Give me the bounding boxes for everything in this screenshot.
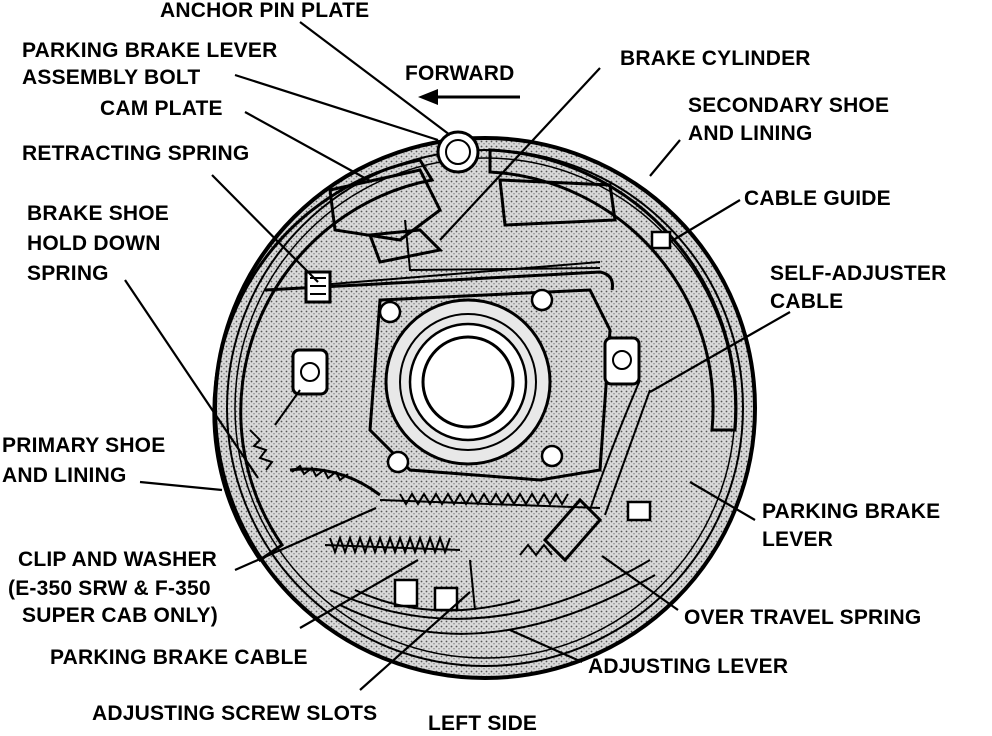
forward-label: FORWARD (405, 62, 515, 85)
upper-retracting-rod (264, 270, 614, 292)
label-anchor-pin-plate: ANCHOR PIN PLATE (160, 0, 369, 22)
self-adjuster-cable-part (404, 219, 601, 272)
hold-down-spring-upper (304, 270, 332, 304)
label-secondary-shoe-and-lining: SECONDARY SHOE (688, 94, 889, 117)
caption-left-side: LEFT SIDE (428, 712, 537, 735)
label-over-travel-spring: OVER TRAVEL SPRING (684, 606, 921, 629)
label-parking-brake-cable: PARKING BRAKE CABLE (50, 646, 308, 669)
cable-guide-part (650, 230, 672, 250)
cam-plate-part (328, 168, 442, 242)
label-parking-brake-lever-assembly-bolt: PARKING BRAKE LEVER (22, 39, 277, 62)
label-brake-shoe-hold-down-spring-2: HOLD DOWN (27, 232, 161, 255)
wheel-hub (368, 288, 612, 482)
anchor-pin (436, 130, 480, 174)
secondary-shoe (488, 148, 738, 432)
label-clip-and-washer-2: (E-350 SRW & F-350 (8, 577, 211, 600)
label-brake-shoe-hold-down-spring: BRAKE SHOE (27, 202, 169, 225)
label-adjusting-screw-slots: ADJUSTING SCREW SLOTS (92, 702, 377, 725)
lower-shoe-band (329, 559, 651, 620)
label-self-adjuster-cable-2: CABLE (770, 290, 843, 313)
label-brake-shoe-hold-down-spring-3: SPRING (27, 262, 109, 285)
label-parking-brake-lever: PARKING BRAKE (762, 500, 940, 523)
forward-arrow (418, 89, 520, 105)
label-self-adjuster-cable: SELF-ADJUSTER (770, 262, 946, 285)
lower-spring-upper (289, 464, 381, 497)
label-clip-and-washer: CLIP AND WASHER (18, 548, 217, 571)
over-travel-spring-part (379, 492, 601, 509)
label-clip-and-washer-3: SUPER CAB ONLY) (22, 604, 218, 627)
adjusting-screw-spring (324, 535, 461, 555)
hold-down-clip-left (274, 348, 329, 426)
leader-lines (124, 21, 791, 691)
label-primary-shoe-and-lining-2: AND LINING (2, 464, 127, 487)
label-cable-guide: CABLE GUIDE (744, 187, 891, 210)
label-primary-shoe-and-lining: PRIMARY SHOE (2, 434, 165, 457)
label-secondary-shoe-and-lining-2: AND LINING (688, 122, 813, 145)
adjusting-lever-part (519, 497, 603, 563)
label-retracting-spring: RETRACTING SPRING (22, 142, 249, 165)
label-adjusting-lever: ADJUSTING LEVER (588, 655, 788, 678)
left-coil-spring (249, 429, 274, 471)
brake-cylinder-part (498, 178, 617, 227)
adjuster-cable-right (589, 379, 641, 511)
label-brake-cylinder: BRAKE CYLINDER (620, 47, 811, 70)
label-cam-plate: CAM PLATE (100, 97, 223, 120)
adjusting-screw-slot-part (393, 578, 419, 608)
label-parking-brake-lever-assembly-bolt-2: ASSEMBLY BOLT (22, 66, 200, 89)
hold-down-clip-right (603, 336, 641, 386)
labels: ANCHOR PIN PLATE PARKING BRAKE LEVER ASS… (2, 0, 946, 735)
parking-lever-clip (626, 500, 652, 522)
label-parking-brake-lever-2: LEVER (762, 528, 833, 551)
